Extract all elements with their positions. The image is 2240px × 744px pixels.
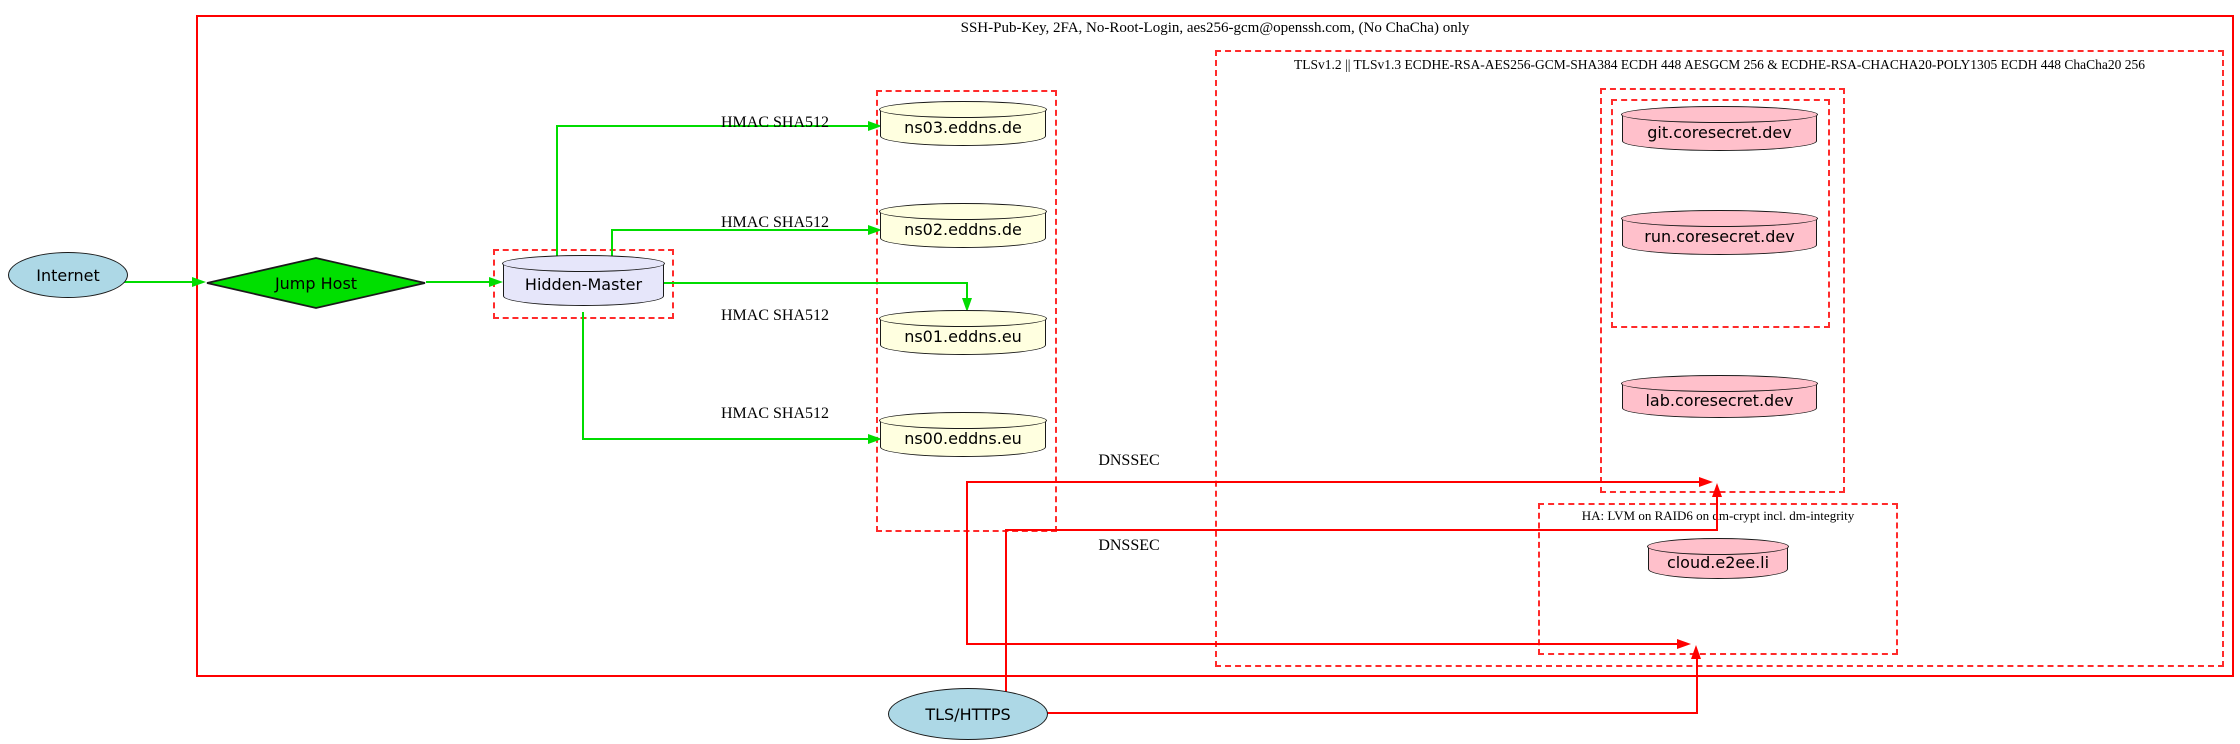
cluster-web-inner-border — [1611, 99, 1830, 328]
edge-label-hmac-2: HMAC SHA512 — [720, 214, 829, 231]
edge-hm-ns01-line-horizontal — [664, 282, 968, 284]
node-hidden-master: Hidden-Master — [502, 255, 665, 306]
run-cylinder-top — [1621, 210, 1818, 227]
edge-hm-ns00-line-vertical — [582, 312, 584, 439]
edge-hm-ns01-arrowhead — [962, 298, 972, 312]
jump-host-diamond-shape — [206, 257, 426, 309]
edge-hm-ns02-line-horizontal — [611, 229, 870, 231]
cloud-cylinder-top — [1647, 538, 1789, 555]
edge-hm-ns03-line-horizontal — [556, 125, 870, 127]
cluster-ssh-border — [196, 15, 2234, 677]
edge-dnssec-upper-line-horizontal — [966, 481, 1700, 483]
node-run-label: run.coresecret.dev — [1644, 227, 1795, 246]
edge-hm-ns02-arrowhead — [868, 225, 882, 235]
hidden-master-cylinder-top — [502, 255, 665, 272]
edge-label-hmac-1: HMAC SHA512 — [720, 114, 829, 131]
node-ns02-label: ns02.eddns.de — [904, 220, 1022, 239]
node-ns00-label: ns00.eddns.eu — [904, 429, 1022, 448]
node-ns00: ns00.eddns.eu — [879, 412, 1047, 457]
edge-internet-jumphost-arrowhead — [192, 277, 206, 287]
edge-tls-hacluster-arrowhead — [1691, 645, 1701, 659]
edge-tls-webcluster-arrowhead — [1712, 483, 1722, 497]
node-internet-label: Internet — [36, 265, 100, 285]
node-ns03-label: ns03.eddns.de — [904, 118, 1022, 137]
node-git-coresecret: git.coresecret.dev — [1621, 106, 1818, 151]
node-lab-label: lab.coresecret.dev — [1645, 391, 1794, 410]
ns02-cylinder-top — [879, 203, 1047, 220]
node-jump-host-label: Jump Host — [274, 273, 358, 293]
cluster-ssh-label: SSH-Pub-Key, 2FA, No-Root-Login, aes256-… — [960, 20, 1470, 36]
cluster-tls-border — [1215, 50, 2224, 667]
node-jump-host: Jump Host — [205, 257, 427, 309]
edge-hm-ns03-arrowhead — [868, 121, 882, 131]
edge-label-hmac-4: HMAC SHA512 — [720, 405, 829, 422]
node-tls-https-label: TLS/HTTPS — [925, 704, 1011, 724]
edge-dnssec-lower-line-horizontal — [966, 643, 1678, 645]
node-ns01: ns01.eddns.eu — [879, 310, 1047, 355]
node-ns03: ns03.eddns.de — [879, 101, 1047, 146]
node-ns01-label: ns01.eddns.eu — [904, 327, 1022, 346]
edge-hm-ns00-arrowhead — [868, 434, 882, 444]
edge-dnssec-upper-arrowhead — [1699, 477, 1713, 487]
node-hidden-master-label: Hidden-Master — [524, 275, 643, 294]
edge-hm-ns02-line-vertical — [611, 229, 613, 261]
node-internet: Internet — [8, 252, 128, 298]
cluster-tls-label: TLSv1.2 || TLSv1.3 ECDHE-RSA-AES256-GCM-… — [1294, 57, 2145, 72]
edge-label-hmac-3: HMAC SHA512 — [720, 307, 829, 324]
edge-tls-hacluster-line-horizontal — [1046, 712, 1698, 714]
edge-internet-jumphost-line — [122, 281, 192, 283]
git-cylinder-top — [1621, 106, 1818, 123]
node-run-coresecret: run.coresecret.dev — [1621, 210, 1818, 255]
cluster-web-outer-border — [1600, 88, 1845, 493]
edge-hm-ns03-line-vertical — [556, 125, 558, 261]
edge-hm-ns00-line-horizontal — [582, 438, 870, 440]
cluster-ha-border — [1538, 503, 1898, 655]
ns01-cylinder-top — [879, 310, 1047, 327]
edge-tls-hacluster-line-vertical — [1696, 657, 1698, 714]
edge-tls-webcluster-line-vertical-right — [1716, 495, 1718, 531]
edge-hm-ns01-line-vertical — [966, 282, 968, 299]
node-cloud-label: cloud.e2ee.li — [1666, 553, 1770, 572]
ns03-cylinder-top — [879, 101, 1047, 118]
node-ns02: ns02.eddns.de — [879, 203, 1047, 248]
edge-label-dnssec-1: DNSSEC — [1098, 452, 1160, 469]
edge-dnssec-line-vertical — [966, 481, 968, 645]
edge-tls-webcluster-line-vertical-left — [1005, 530, 1007, 692]
edge-dnssec-lower-arrowhead — [1677, 639, 1691, 649]
node-git-label: git.coresecret.dev — [1647, 123, 1792, 142]
edge-tls-webcluster-line-horizontal — [1005, 529, 1718, 531]
edge-jumphost-hiddenmaster-line — [426, 281, 490, 283]
cluster-ha-label: HA: LVM on RAID6 on dm-crypt incl. dm-in… — [1581, 508, 1855, 523]
ns00-cylinder-top — [879, 412, 1047, 429]
node-lab-coresecret: lab.coresecret.dev — [1621, 375, 1818, 418]
node-cloud-e2ee: cloud.e2ee.li — [1647, 538, 1789, 579]
node-tls-https: TLS/HTTPS — [888, 688, 1048, 740]
lab-cylinder-top — [1621, 375, 1818, 392]
edge-label-dnssec-2: DNSSEC — [1098, 537, 1160, 554]
edge-jumphost-hiddenmaster-arrowhead — [489, 277, 503, 287]
